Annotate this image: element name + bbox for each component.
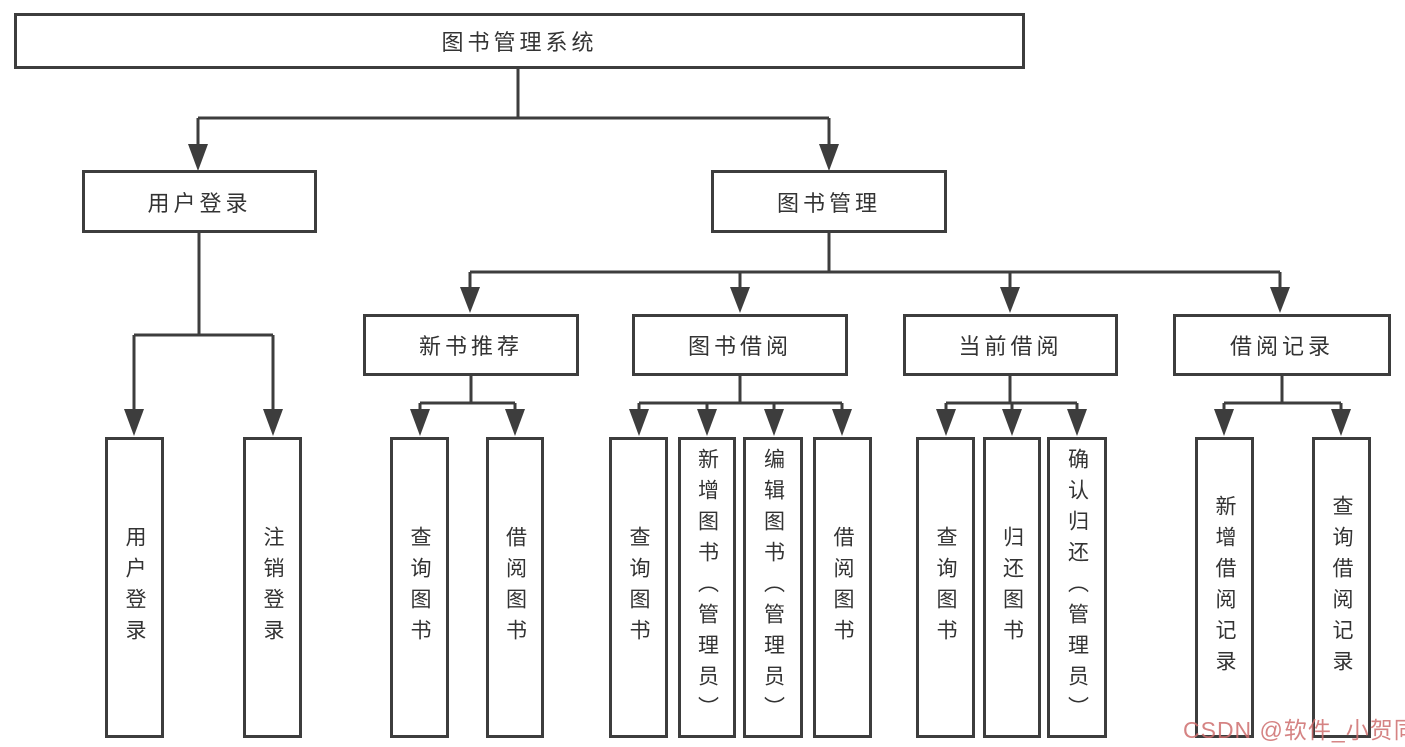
node-new-book-recommend: 新书推荐 [363,314,579,376]
leaf-logout: 注销登录 [243,437,302,738]
leaf-add-borrow-record: 新增借阅记录 [1195,437,1254,738]
node-current-borrowing: 当前借阅 [903,314,1118,376]
leaf-add-books-admin: 新增图书（管理员） [678,437,736,738]
leaf-return-books: 归还图书 [983,437,1041,738]
node-book-borrowing: 图书借阅 [632,314,848,376]
leaf-label: 借阅图书 [831,525,854,650]
leaf-query-books-1: 查询图书 [390,437,449,738]
node-user-login: 用户登录 [82,170,317,233]
leaf-label: 确认归还（管理员） [1065,448,1089,727]
leaf-borrow-books-1: 借阅图书 [486,437,544,738]
connector-new-book-recommend [410,376,525,436]
leaf-query-books-2: 查询图书 [609,437,668,738]
connector-borrowing-records [1214,376,1351,436]
connector-user-login [124,233,283,436]
leaf-label: 查询借阅记录 [1330,494,1353,681]
leaf-user-login: 用户登录 [105,437,164,738]
leaf-query-borrow-record: 查询借阅记录 [1312,437,1371,738]
leaf-label: 归还图书 [1000,525,1024,650]
node-book-management: 图书管理 [711,170,947,233]
leaf-label: 注销登录 [261,525,284,650]
leaf-label: 查询图书 [408,525,431,650]
leaf-edit-books-admin: 编辑图书（管理员） [743,437,803,738]
leaf-label: 查询图书 [934,525,957,650]
leaf-label: 查询图书 [627,525,650,650]
leaf-query-books-3: 查询图书 [916,437,975,738]
leaf-label: 用户登录 [123,525,146,650]
leaf-label: 新增借阅记录 [1213,494,1236,681]
csdn-watermark: CSDN @软件_小贺同学 [1183,717,1405,743]
leaf-confirm-return-admin: 确认归还（管理员） [1047,437,1107,738]
leaf-label: 借阅图书 [503,525,527,650]
node-borrowing-records: 借阅记录 [1173,314,1391,376]
connector-root [188,69,839,171]
connector-book-borrowing [629,376,852,436]
leaf-label: 新增图书（管理员） [695,448,719,727]
leaf-label: 编辑图书（管理员） [761,448,785,727]
node-library-system: 图书管理系统 [14,13,1025,69]
leaf-borrow-books-2: 借阅图书 [813,437,872,738]
connector-book-management [460,233,1290,313]
connector-current-borrowing [936,376,1087,436]
